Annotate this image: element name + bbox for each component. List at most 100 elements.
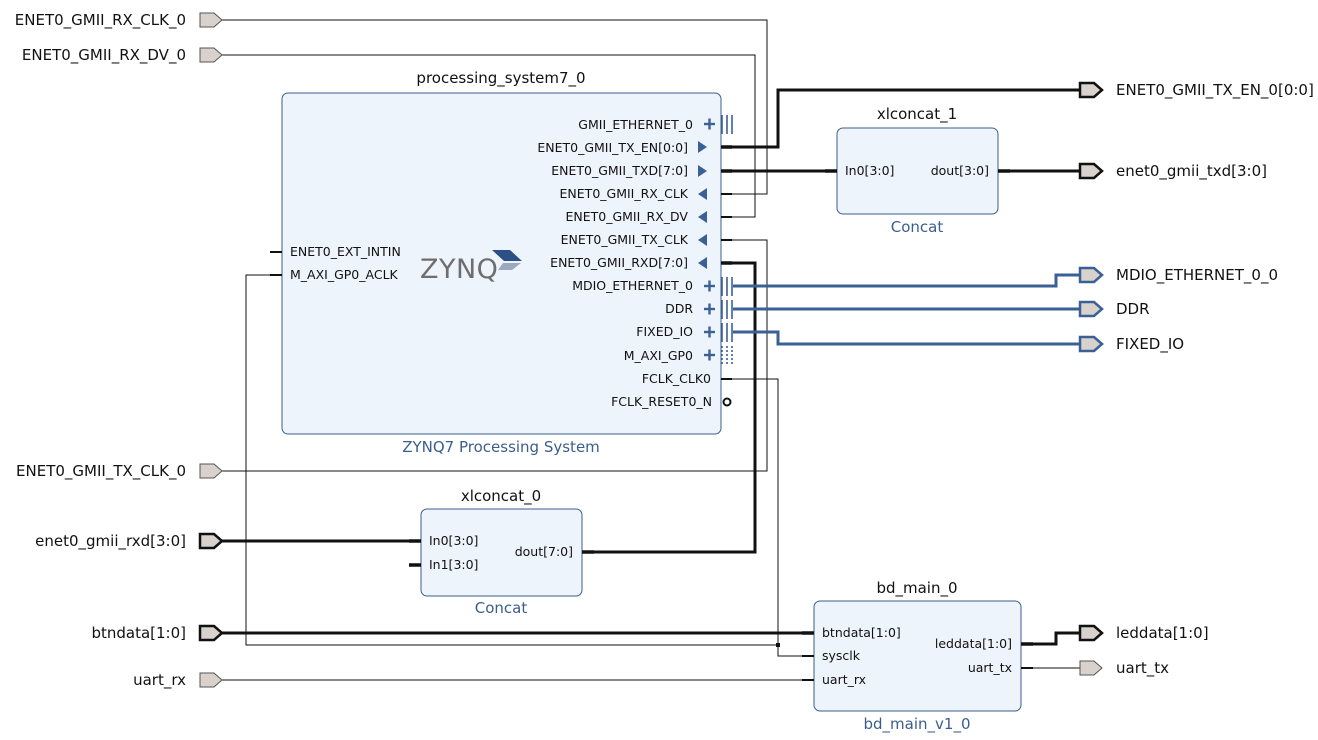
pin-label: ENET0_GMII_RXD[7:0] <box>550 255 688 270</box>
pin-label: FCLK_RESET0_N <box>611 394 712 409</box>
pin-label: GMII_ETHERNET_0 <box>578 117 693 132</box>
nets <box>222 19 1080 681</box>
external-port-ddr[interactable]: DDR <box>1078 300 1150 318</box>
block-type-label: Concat <box>475 599 528 617</box>
interface-plus-icon[interactable] <box>704 349 715 361</box>
interface-bar-icon <box>721 115 733 134</box>
net-rxd-7-0[interactable] <box>590 261 757 554</box>
input-arrow-icon <box>698 211 707 223</box>
pin-label: In1[3:0] <box>429 557 478 572</box>
external-port-uart-rx[interactable]: uart_rx <box>133 671 223 690</box>
input-arrow-icon <box>698 257 707 269</box>
block-type-label: bd_main_v1_0 <box>864 715 971 734</box>
pin-label: ENET0_GMII_TX_CLK <box>561 232 689 247</box>
pin-label: ENET0_GMII_TXD[7:0] <box>551 163 688 178</box>
interface-bar-icon <box>721 323 733 342</box>
external-port-tx-clk[interactable]: ENET0_GMII_TX_CLK_0 <box>16 462 223 481</box>
interface-plus-icon[interactable] <box>704 303 715 315</box>
interface-plus-icon[interactable] <box>704 280 715 292</box>
pin-label: ENET0_GMII_RX_DV <box>565 209 688 224</box>
pin-label: In0[3:0] <box>429 533 478 548</box>
zynq-logo-mark-shadow <box>498 263 521 270</box>
interface-port-icon <box>1078 266 1104 284</box>
port-label: ENET0_GMII_RX_CLK_0 <box>15 11 186 30</box>
pin-label: dout[3:0] <box>931 163 989 178</box>
input-port-icon <box>199 12 223 28</box>
port-label: DDR <box>1116 300 1150 318</box>
external-port-rxd[interactable]: enet0_gmii_rxd[3:0] <box>35 532 224 551</box>
xlconcat-1-block[interactable]: xlconcat_1 Concat In0[3:0] dout[3:0] <box>825 105 1010 236</box>
external-port-btndata[interactable]: btndata[1:0] <box>91 624 224 642</box>
external-port-mdio[interactable]: MDIO_ETHERNET_0_0 <box>1078 266 1278 285</box>
input-arrow-icon <box>698 188 707 200</box>
net-fixed-io[interactable] <box>733 330 1080 346</box>
interface-port-icon <box>1078 300 1104 318</box>
port-label: ENET0_GMII_RX_DV_0 <box>22 46 186 65</box>
xlconcat-0-block[interactable]: xlconcat_0 Concat In0[3:0] In1[3:0] dout… <box>409 487 594 617</box>
block-instance-name: xlconcat_1 <box>877 105 957 124</box>
pin-label: ENET0_GMII_TX_EN[0:0] <box>537 140 688 155</box>
interface-bar-icon <box>721 300 733 319</box>
net-rx-dv[interactable] <box>222 54 756 218</box>
block-type-label: ZYNQ7 Processing System <box>402 438 600 456</box>
net-fclk-to-aclk[interactable] <box>245 274 778 646</box>
input-port-icon <box>199 47 223 63</box>
zynq-logo: ZYNQ <box>420 250 522 285</box>
pin-label: FCLK_CLK0 <box>642 371 711 386</box>
net-leddata[interactable] <box>1028 631 1080 646</box>
pin-label: ENET0_GMII_RX_CLK <box>560 186 689 201</box>
port-label: btndata[1:0] <box>91 624 186 642</box>
input-bus-port-icon <box>198 532 224 550</box>
pin-label: leddata[1:0] <box>935 636 1012 651</box>
junction-dot <box>776 643 780 647</box>
output-port-icon <box>1079 660 1103 676</box>
block-instance-name: processing_system7_0 <box>416 69 585 88</box>
port-label: ENET0_GMII_TX_EN_0[0:0] <box>1116 81 1314 100</box>
net-fclk-clk0[interactable] <box>728 378 805 657</box>
external-port-tx-en[interactable]: ENET0_GMII_TX_EN_0[0:0] <box>1078 81 1314 100</box>
block-instance-name: xlconcat_0 <box>461 487 541 506</box>
external-port-leddata[interactable]: leddata[1:0] <box>1078 624 1209 642</box>
input-port-icon <box>199 463 223 479</box>
net-mdio[interactable] <box>733 273 1080 288</box>
external-port-uart-tx[interactable]: uart_tx <box>1079 659 1169 678</box>
pin-label: ENET0_EXT_INTIN <box>290 244 401 259</box>
net-tx-en[interactable] <box>728 88 1080 149</box>
port-label: enet0_gmii_txd[3:0] <box>1116 162 1267 181</box>
pin-label: FIXED_IO <box>636 324 693 339</box>
output-bus-port-icon <box>1078 162 1104 180</box>
pin-label: M_AXI_GP0_ACLK <box>290 267 399 282</box>
pin-label: In0[3:0] <box>845 163 894 178</box>
pin-label: DDR <box>665 301 693 316</box>
interface-port-icon <box>1078 335 1104 353</box>
zynq-logo-mark <box>492 250 522 261</box>
input-port-icon <box>199 672 223 688</box>
input-bus-port-icon <box>198 624 224 642</box>
pin-label: uart_rx <box>822 672 866 687</box>
port-label: ENET0_GMII_TX_CLK_0 <box>16 462 186 481</box>
ps7-block[interactable]: processing_system7_0 ZYNQ7 Processing Sy… <box>270 69 733 456</box>
pin-label: M_AXI_GP0 <box>624 348 693 363</box>
output-arrow-icon <box>698 165 707 177</box>
bd-main-block[interactable]: bd_main_0 bd_main_v1_0 btndata[1:0] sysc… <box>802 579 1033 734</box>
net-rx-clk[interactable] <box>222 19 768 195</box>
output-bus-port-icon <box>1078 81 1104 99</box>
port-label: uart_rx <box>133 671 186 690</box>
port-label: leddata[1:0] <box>1116 624 1209 642</box>
pin-label: sysclk <box>822 648 861 663</box>
port-label: FIXED_IO <box>1116 335 1184 354</box>
interface-plus-icon[interactable] <box>704 118 715 130</box>
external-port-fixed-io[interactable]: FIXED_IO <box>1078 335 1184 354</box>
external-port-rx-dv[interactable]: ENET0_GMII_RX_DV_0 <box>22 46 223 65</box>
output-arrow-icon <box>698 141 707 153</box>
net-tx-clk[interactable] <box>222 239 768 472</box>
external-port-txd[interactable]: enet0_gmii_txd[3:0] <box>1078 162 1267 181</box>
interface-plus-icon[interactable] <box>704 326 715 338</box>
input-arrow-icon <box>698 234 707 246</box>
port-label: enet0_gmii_rxd[3:0] <box>35 532 186 551</box>
pin-label: btndata[1:0] <box>822 625 901 640</box>
active-low-bubble-icon[interactable] <box>722 397 732 407</box>
interface-bar-icon <box>721 277 733 296</box>
external-port-rx-clk[interactable]: ENET0_GMII_RX_CLK_0 <box>15 11 223 30</box>
